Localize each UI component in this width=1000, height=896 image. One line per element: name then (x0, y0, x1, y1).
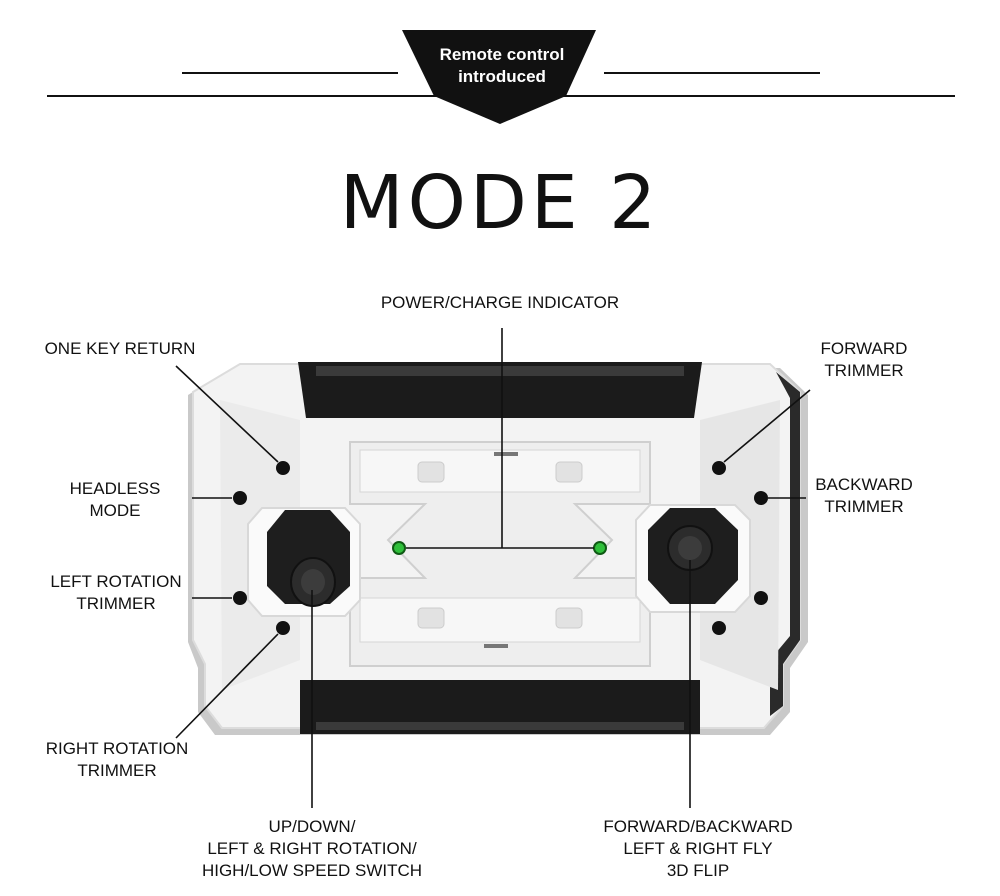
header-badge-line2: introduced (458, 67, 546, 86)
label-left-rotation-line2: TRIMMER (76, 594, 156, 613)
tray-top-panel (359, 449, 641, 493)
label-forward-trimmer: FORWARD TRIMMER (800, 338, 928, 382)
label-right-stick-line2: LEFT & RIGHT FLY (623, 839, 773, 858)
label-right-stick-line1: FORWARD/BACKWARD (603, 817, 793, 836)
label-left-stick-functions: UP/DOWN/ LEFT & RIGHT ROTATION/ HIGH/LOW… (170, 816, 454, 882)
leader-one-key-return (175, 365, 279, 463)
tray-bottom-panel (359, 597, 641, 643)
header-badge (402, 30, 596, 124)
label-headless-mode-line1: HEADLESS (69, 479, 161, 498)
right-side-edge (770, 372, 800, 716)
label-backward-trimmer-line2: TRIMMER (824, 497, 904, 516)
power-indicator-led-right (593, 541, 607, 555)
bottom-grip (300, 680, 700, 734)
label-headless-mode-line2: MODE (89, 501, 141, 520)
tray-slot-top (494, 452, 518, 456)
backward-trimmer-button[interactable] (754, 491, 768, 505)
label-left-rotation-trimmer: LEFT ROTATION TRIMMER (28, 571, 204, 615)
label-backward-trimmer: BACKWARD TRIMMER (800, 474, 928, 518)
mode-title: MODE 2 (339, 160, 661, 246)
remote-controller (188, 362, 808, 735)
label-power-indicator: POWER/CHARGE INDICATOR (380, 293, 620, 312)
left-stick-cap (301, 569, 325, 595)
tray-clip (555, 607, 583, 629)
top-grip-highlight (316, 366, 684, 376)
leader-forward-trimmer (723, 389, 811, 463)
header-badge-line1: Remote control (439, 45, 565, 64)
header-badge-text: Remote control introduced (400, 44, 604, 88)
right-side-button[interactable] (754, 591, 768, 605)
label-left-stick-line2: LEFT & RIGHT ROTATION/ (207, 839, 417, 858)
tray-clip (555, 461, 583, 483)
bottom-grip-highlight (316, 722, 684, 730)
label-forward-trimmer-line1: FORWARD (820, 339, 908, 358)
label-headless-mode: HEADLESS MODE (50, 478, 180, 522)
label-left-stick-line3: HIGH/LOW SPEED SWITCH (201, 861, 423, 880)
label-left-rotation-line1: LEFT ROTATION (50, 572, 182, 591)
label-left-stick-line1: UP/DOWN/ (268, 817, 356, 836)
leader-right-rotation (175, 633, 279, 739)
left-rotation-trimmer-button[interactable] (233, 591, 247, 605)
power-indicator-led-left (392, 541, 406, 555)
right-stick-cap (678, 536, 702, 560)
lower-right-button[interactable] (712, 621, 726, 635)
right-rotation-trimmer-button[interactable] (276, 621, 290, 635)
label-forward-trimmer-line2: TRIMMER (824, 361, 904, 380)
leader-lines (175, 328, 811, 808)
label-right-stick-functions: FORWARD/BACKWARD LEFT & RIGHT FLY 3D FLI… (570, 816, 826, 882)
label-backward-trimmer-line1: BACKWARD (815, 475, 913, 494)
tray-slot-bottom (484, 644, 508, 648)
tray-clip (417, 607, 445, 629)
label-right-rotation-trimmer: RIGHT ROTATION TRIMMER (24, 738, 210, 782)
one-key-return-button[interactable] (276, 461, 290, 475)
label-one-key-return: ONE KEY RETURN (44, 339, 196, 358)
headless-mode-button[interactable] (233, 491, 247, 505)
label-right-stick-line3: 3D FLIP (666, 861, 730, 880)
label-right-rotation-line2: TRIMMER (77, 761, 157, 780)
label-right-rotation-line1: RIGHT ROTATION (45, 739, 189, 758)
forward-trimmer-button[interactable] (712, 461, 726, 475)
tray-clip (417, 461, 445, 483)
